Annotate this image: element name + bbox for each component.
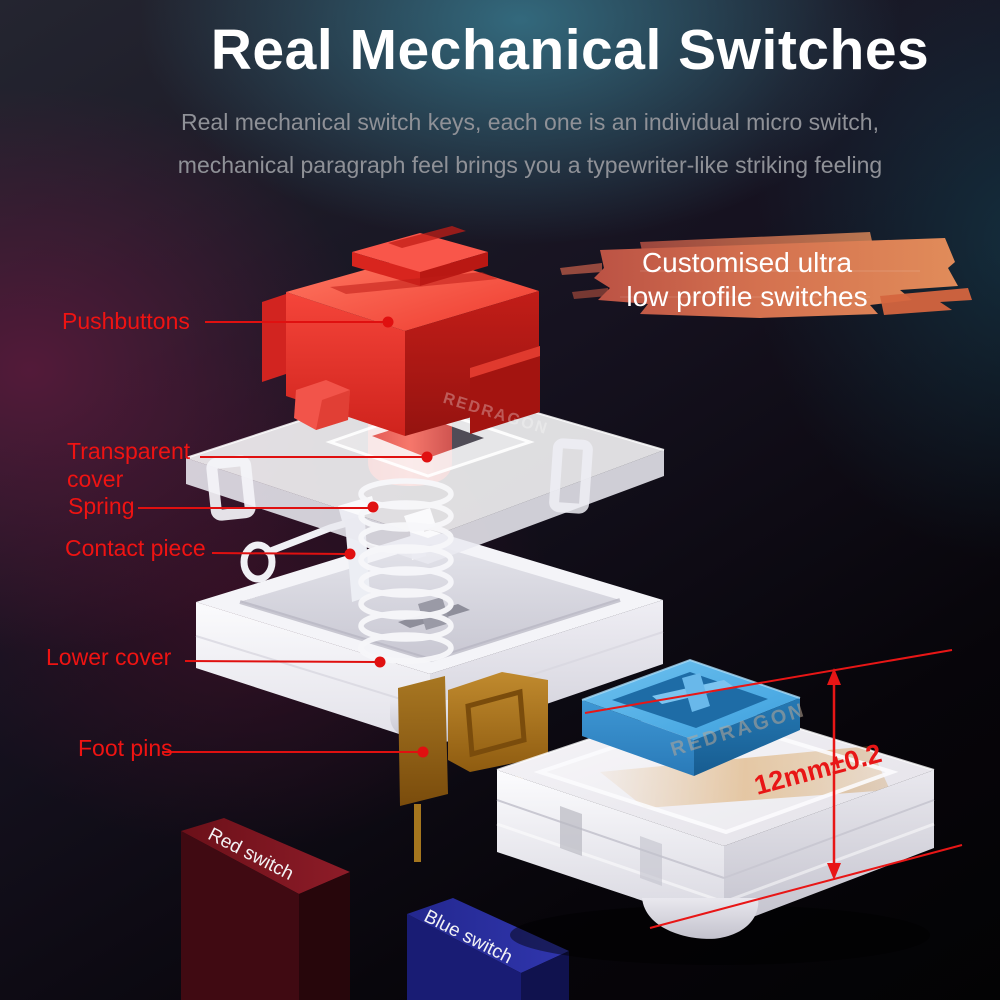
badge-line-2: low profile switches — [626, 281, 868, 312]
label-contact-piece: Contact piece — [65, 535, 206, 561]
label-pushbuttons: Pushbuttons — [62, 308, 190, 334]
subtitle-line-1: Real mechanical switch keys, each one is… — [181, 109, 879, 135]
badge-text: Customised ultra low profile switches — [597, 246, 897, 314]
page-title: Real Mechanical Switches — [210, 18, 930, 82]
label-transparent-cover-line2: cover — [67, 466, 124, 492]
leader-lines — [138, 316, 433, 758]
label-transparent-cover: Transparent cover — [67, 437, 190, 493]
label-spring: Spring — [68, 493, 135, 519]
subtitle-line-2: mechanical paragraph feel brings you a t… — [177, 152, 883, 178]
subtitle: Real mechanical switch keys, each one is… — [50, 101, 1000, 187]
red-pushbutton-part — [262, 226, 540, 436]
badge-brush-stroke — [560, 232, 972, 318]
spring-part — [358, 478, 454, 664]
label-transparent-cover-line1: Transparent — [67, 438, 191, 464]
red-switch-box — [181, 818, 350, 1000]
label-foot-pins: Foot pins — [78, 735, 173, 761]
badge-line-1: Customised ultra — [641, 247, 853, 278]
blue-switch-box — [407, 898, 569, 1000]
label-lower-cover: Lower cover — [46, 644, 172, 670]
blue-switch-assembled — [496, 658, 935, 965]
measurement-arrow — [584, 649, 963, 929]
